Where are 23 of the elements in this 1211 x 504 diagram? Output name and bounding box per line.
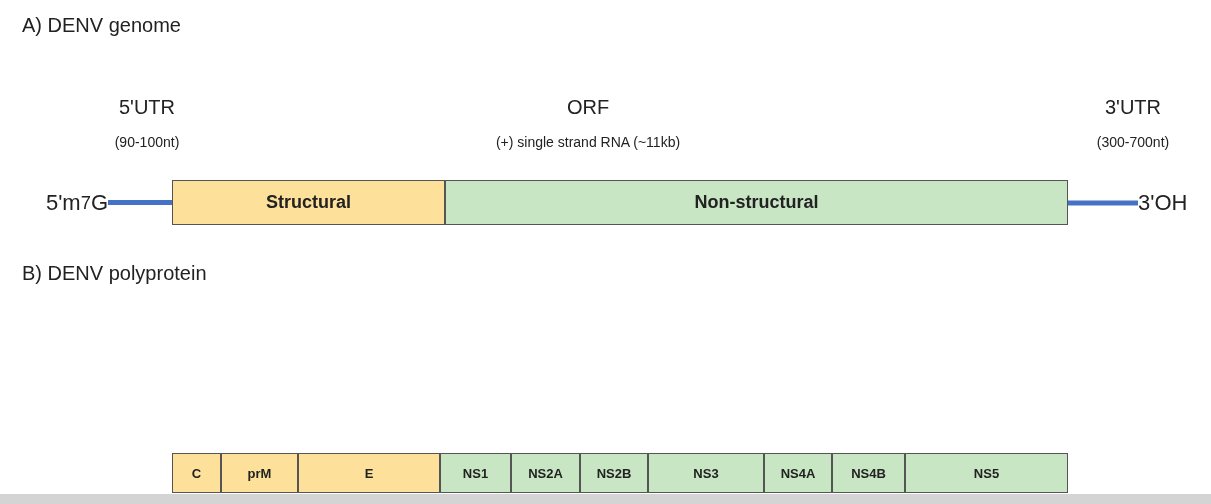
section-heading: A) DENV genome xyxy=(22,14,181,37)
utr-line xyxy=(108,200,172,205)
length-note: (90-100nt) xyxy=(114,134,180,150)
terminus-label: 3'OH xyxy=(1138,186,1208,220)
protein-segment-box: NS2B xyxy=(580,453,648,493)
protein-segment-box: NS1 xyxy=(440,453,511,493)
protein-segment-box: E xyxy=(298,453,440,493)
length-note: (300-700nt) xyxy=(1096,134,1170,150)
protein-segment-box: NS4A xyxy=(764,453,832,493)
region-label: ORF xyxy=(566,96,610,119)
section-heading: B) DENV polyprotein xyxy=(22,262,207,285)
length-note: (+) single strand RNA (~11kb) xyxy=(495,134,681,150)
genome-region-box: Non-structural xyxy=(445,180,1068,225)
region-label: 5'UTR xyxy=(119,96,175,119)
protein-segment-box: NS4B xyxy=(832,453,905,493)
protein-segment-box: NS2A xyxy=(511,453,580,493)
protein-segment-box: prM xyxy=(221,453,298,493)
utr-line xyxy=(1068,200,1138,206)
genome-region-box: Structural xyxy=(172,180,445,225)
protein-segment-box: NS3 xyxy=(648,453,764,493)
protein-segment-box: NS5 xyxy=(905,453,1068,493)
region-label: 3'UTR xyxy=(1105,96,1161,119)
protein-segment-box: C xyxy=(172,453,221,493)
